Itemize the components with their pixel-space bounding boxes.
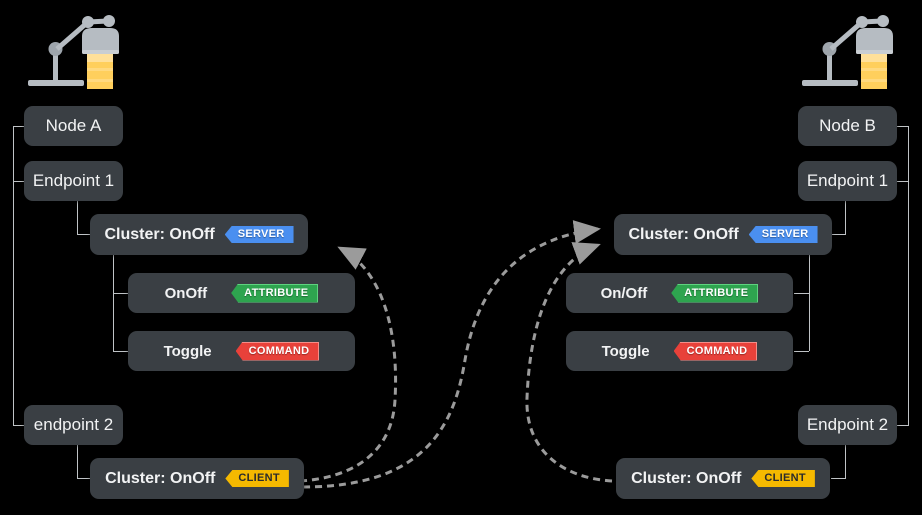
right-cluster-server-box[interactable]: Cluster: OnOff SERVER	[614, 214, 832, 255]
left-node-box[interactable]: Node A	[24, 106, 123, 146]
left-cluster-client-label: Cluster: OnOff	[105, 469, 216, 487]
right-cluster-client-label: Cluster: OnOff	[631, 469, 742, 487]
right-attribute-box[interactable]: On/Off ATTRIBUTE	[566, 273, 793, 313]
right-command-label: Toggle	[601, 342, 650, 360]
right-attribute-badge: ATTRIBUTE	[671, 283, 759, 303]
right-trunk-line	[908, 126, 909, 426]
right-stub-ep1	[897, 181, 909, 182]
left-endpoint1-label: Endpoint 1	[32, 171, 115, 190]
right-cluster-down-line	[809, 255, 810, 351]
left-ep1-down-line	[77, 201, 78, 235]
right-ep1-down-line	[845, 201, 846, 235]
right-cluster-to-attr-line	[794, 293, 809, 294]
left-attribute-box[interactable]: OnOff ATTRIBUTE	[128, 273, 355, 313]
right-endpoint2-box[interactable]: Endpoint 2	[798, 405, 897, 445]
right-cluster-client-box[interactable]: Cluster: OnOff CLIENT	[616, 458, 830, 499]
left-command-box[interactable]: Toggle COMMAND	[128, 331, 355, 371]
right-ep1-to-cluster-line	[831, 234, 845, 235]
right-desk-lamp-icon	[798, 8, 898, 93]
left-cluster-to-cmd-line	[113, 351, 128, 352]
left-endpoint2-label: endpoint 2	[33, 415, 114, 434]
left-ep1-to-cluster-line	[77, 234, 91, 235]
left-server-badge: SERVER	[224, 226, 294, 243]
right-ep2-to-client-line	[831, 478, 845, 479]
left-ep2-to-client-line	[77, 478, 91, 479]
left-cluster-server-label: Cluster: OnOff	[104, 225, 215, 243]
right-cluster-to-cmd-line	[794, 351, 809, 352]
left-cluster-server-box[interactable]: Cluster: OnOff SERVER	[90, 214, 308, 255]
left-stub-node	[13, 126, 25, 127]
right-attribute-label: On/Off	[600, 284, 648, 302]
left-stub-ep2	[13, 425, 25, 426]
right-node-label: Node B	[819, 116, 876, 135]
left-attribute-label: OnOff	[164, 284, 208, 302]
right-cluster-server-label: Cluster: OnOff	[628, 225, 739, 243]
right-endpoint1-box[interactable]: Endpoint 1	[798, 161, 897, 201]
right-endpoint2-label: Endpoint 2	[806, 415, 889, 434]
left-attribute-badge: ATTRIBUTE	[231, 283, 319, 303]
left-desk-lamp-icon	[24, 8, 124, 93]
right-endpoint1-label: Endpoint 1	[806, 171, 889, 190]
left-endpoint1-box[interactable]: Endpoint 1	[24, 161, 123, 201]
right-ep2-down-line	[845, 445, 846, 479]
left-stub-ep1	[13, 181, 25, 182]
left-endpoint2-box[interactable]: endpoint 2	[24, 405, 123, 445]
right-client-badge: CLIENT	[751, 470, 815, 487]
right-command-badge: COMMAND	[673, 341, 758, 361]
left-cluster-client-box[interactable]: Cluster: OnOff CLIENT	[90, 458, 304, 499]
left-ep2-down-line	[77, 445, 78, 479]
left-node-label: Node A	[45, 116, 102, 135]
left-command-label: Toggle	[163, 342, 212, 360]
right-node-box[interactable]: Node B	[798, 106, 897, 146]
left-client-badge: CLIENT	[225, 470, 289, 487]
right-command-box[interactable]: Toggle COMMAND	[566, 331, 793, 371]
left-command-badge: COMMAND	[235, 341, 320, 361]
right-stub-node	[897, 126, 909, 127]
right-stub-ep2	[897, 425, 909, 426]
left-cluster-to-attr-line	[113, 293, 128, 294]
left-cluster-down-line	[113, 255, 114, 351]
left-trunk-line	[13, 126, 14, 426]
right-server-badge: SERVER	[748, 226, 818, 243]
